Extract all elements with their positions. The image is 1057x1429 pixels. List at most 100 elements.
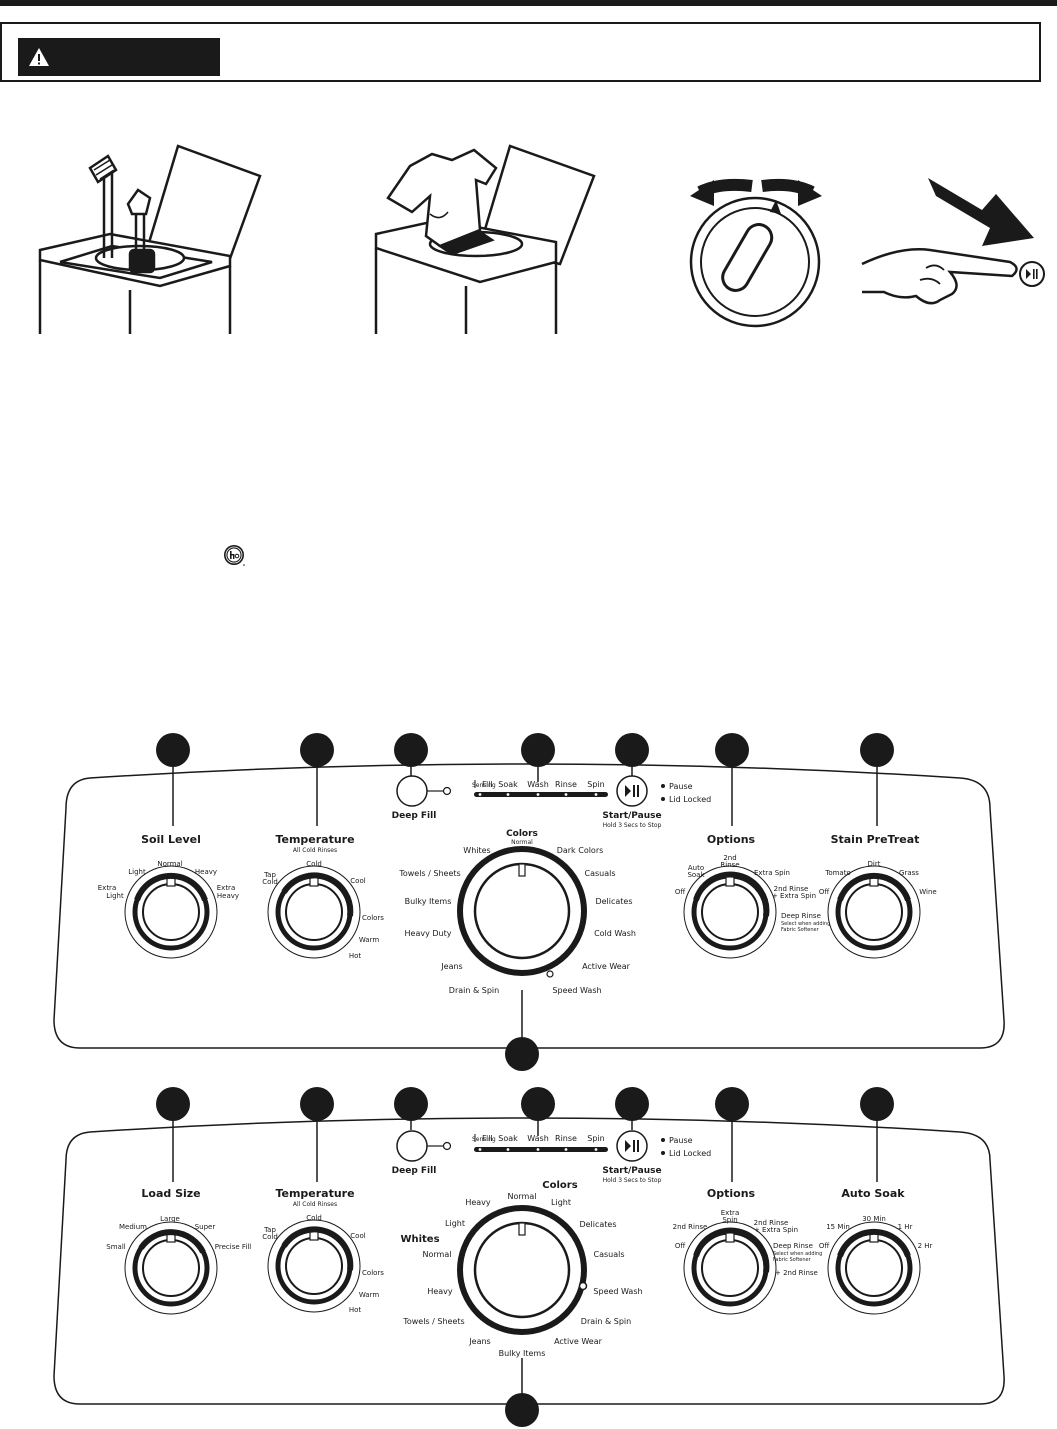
opt2-rinse-spin: 2nd Rinse: [754, 1219, 789, 1227]
cycle-drain-spin: Drain & Spin: [449, 986, 499, 995]
start-pause-label-2: Start/Pause: [602, 1166, 661, 1176]
cycle2-light-c: Light: [551, 1198, 571, 1207]
temp-warm: Warm: [359, 936, 380, 944]
soil-level-knob[interactable]: [125, 866, 217, 958]
illustration-turn-dial: [689, 178, 822, 328]
temp-tap-cold-2: Cold: [262, 878, 278, 886]
cycle-whites: Whites: [463, 846, 490, 855]
opt2-plus-rinse: + 2nd Rinse: [775, 1269, 818, 1277]
auto-soak-knob[interactable]: [828, 1222, 920, 1314]
options-title: Options: [707, 833, 756, 846]
warning-box: [0, 22, 1041, 82]
soak-2-hr: 2 Hr: [918, 1242, 933, 1250]
status-rinse: Rinse: [555, 780, 577, 789]
play-pause-icon-2: [625, 1140, 631, 1152]
cycle-casuals: Casuals: [584, 869, 615, 878]
options-knob-2[interactable]: [684, 1222, 776, 1314]
control-panel-2: Deep Fill Sensing Fill Soak Wash Rinse S…: [53, 1087, 1005, 1427]
temperature-knob[interactable]: [268, 866, 360, 958]
soak-30-min: 30 Min: [862, 1215, 886, 1223]
auto-soak-title: Auto Soak: [841, 1187, 905, 1200]
top-rule: [0, 0, 1057, 6]
load-super: Super: [195, 1223, 216, 1231]
soil-normal: Normal: [157, 860, 182, 868]
start-pause-label: Start/Pause: [602, 811, 661, 821]
start-pause-button[interactable]: [616, 775, 648, 807]
temp2-warm: Warm: [359, 1291, 380, 1299]
temperature-title: Temperature: [275, 833, 354, 846]
deep-fill-label-2: Deep Fill: [392, 1166, 437, 1176]
status-wash-2: Wash: [527, 1134, 549, 1143]
soak-off: Off: [819, 1242, 830, 1250]
status-soak: Soak: [498, 780, 518, 789]
temp-cool: Cool: [350, 877, 365, 885]
he-logo-icon: [224, 545, 245, 566]
opt2-deep-rinse: Deep Rinse: [773, 1242, 813, 1250]
opt-auto-soak: Auto: [688, 864, 704, 872]
status-spin-2: Spin: [587, 1134, 604, 1143]
illustration-tub-dispensers: [38, 144, 262, 334]
temp2-colors: Colors: [362, 1269, 384, 1277]
deep-fill-button-2[interactable]: [396, 1130, 428, 1162]
soak-15-min: 15 Min: [826, 1223, 850, 1231]
cycle2-bulky: Bulky Items: [499, 1349, 546, 1358]
control-panel-1: Deep Fill Sensing Fill Soak Wash Rinse S…: [53, 733, 1005, 1071]
cycle-delicates: Delicates: [595, 897, 632, 906]
opt2-deep-rinse-sub1: Select when adding: [773, 1251, 822, 1257]
opt2-second-rinse: 2nd Rinse: [673, 1223, 708, 1231]
cycle2-towels: Towels / Sheets: [402, 1317, 464, 1326]
cycle2-jeans: Jeans: [468, 1337, 490, 1346]
deep-fill-button[interactable]: [396, 775, 428, 807]
temp-colors: Colors: [362, 914, 384, 922]
opt2-deep-rinse-sub2: Fabric Softener: [773, 1257, 812, 1263]
stain-wine: Wine: [919, 888, 936, 896]
lid-locked-light-label-2: Lid Locked: [669, 1149, 711, 1158]
cycle2-heavy-w: Heavy: [427, 1287, 453, 1296]
opt2-extra-spin-2: Spin: [722, 1216, 737, 1224]
status-rinse-2: Rinse: [555, 1134, 577, 1143]
cycle-selector-knob-2[interactable]: [460, 1208, 584, 1332]
lid-locked-light-label: Lid Locked: [669, 795, 711, 804]
temp2-tap-cold-2: Cold: [262, 1233, 278, 1241]
opt-rinse-spin-2: + Extra Spin: [772, 892, 816, 900]
cycle2-active-wear: Active Wear: [554, 1337, 603, 1346]
deep-fill-label: Deep Fill: [392, 811, 437, 821]
temp-tap-cold: Tap: [263, 871, 276, 879]
warning-label: [18, 38, 220, 76]
opt2-extra-spin: Extra: [721, 1209, 739, 1217]
load-size-knob[interactable]: [125, 1222, 217, 1314]
stain-pretreat-knob[interactable]: [828, 866, 920, 958]
deep-fill-light: [442, 786, 452, 796]
options-knob[interactable]: [684, 866, 776, 958]
cycle2-heavy-c: Heavy: [465, 1198, 491, 1207]
cycle-dark-colors: Dark Colors: [557, 846, 604, 855]
illustration-tub-clothes: [374, 144, 596, 334]
opt2-rinse-spin-2: + Extra Spin: [754, 1226, 798, 1234]
cycle-jeans: Jeans: [440, 962, 462, 971]
temperature-knob-2[interactable]: [268, 1220, 360, 1312]
status-sensing: Sensing: [472, 782, 496, 789]
temperature-sub-2: All Cold Rinses: [293, 1201, 337, 1208]
status-fill: Fill: [482, 780, 493, 789]
options-title-2: Options: [707, 1187, 756, 1200]
start-pause-button-2[interactable]: [616, 1130, 648, 1162]
cycle-bulky: Bulky Items: [405, 897, 452, 906]
cycle-heavy-duty: Heavy Duty: [405, 929, 452, 938]
cycle-selector-knob[interactable]: [460, 849, 584, 973]
cycle-colors: Colors: [506, 829, 538, 839]
opt-deep-rinse: Deep Rinse: [781, 912, 821, 920]
cycle2-normal-w: Normal: [423, 1250, 452, 1259]
play-pause-icon: [625, 785, 631, 797]
cycle-active-wear: Active Wear: [582, 962, 631, 971]
load-precise-fill: Precise Fill: [215, 1243, 252, 1251]
cycle2-casuals: Casuals: [593, 1250, 624, 1259]
warning-triangle-icon: [29, 48, 49, 66]
status-bar-2: [474, 1147, 608, 1152]
cycle-cold-wash: Cold Wash: [594, 929, 636, 938]
cycle2-normal-c: Normal: [508, 1192, 537, 1201]
start-pause-sub: Hold 3 Secs to Stop: [603, 822, 662, 829]
soil-heavy: Heavy: [195, 868, 217, 876]
cycle-towels: Towels / Sheets: [398, 869, 460, 878]
illustration-press-start: [861, 178, 1045, 305]
